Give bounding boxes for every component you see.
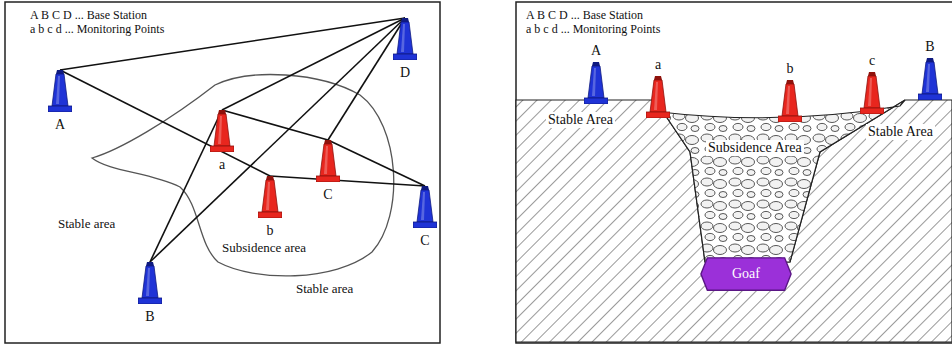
station-label: b bbox=[248, 224, 292, 238]
monitoring-point: C bbox=[316, 140, 340, 202]
base-station: B bbox=[918, 40, 942, 100]
monitoring-point: a bbox=[210, 110, 234, 172]
base-station-cone bbox=[393, 18, 417, 60]
stable-ground bbox=[516, 100, 952, 342]
monitoring-point: c bbox=[860, 54, 884, 114]
survey-line bbox=[150, 110, 222, 262]
station-label: a bbox=[200, 158, 244, 172]
survey-line bbox=[328, 18, 405, 140]
station-label: a bbox=[636, 58, 680, 72]
base-station-cone bbox=[138, 262, 162, 304]
goaf-shape: Goaf bbox=[700, 256, 792, 292]
panel-frame bbox=[5, 2, 440, 343]
legend-text: a b c d ... Monitoring Points bbox=[30, 22, 164, 36]
station-label: B bbox=[128, 310, 172, 324]
monitoring-cone bbox=[258, 176, 282, 218]
station-label: B bbox=[908, 40, 952, 54]
station-label: b bbox=[768, 62, 812, 76]
base-station: A bbox=[584, 44, 608, 104]
panel-frame bbox=[516, 2, 952, 343]
area-label: Stable area bbox=[296, 281, 353, 296]
monitoring-point: b bbox=[778, 62, 802, 122]
monitoring-point: b bbox=[258, 176, 282, 238]
station-label: A bbox=[38, 118, 82, 132]
goaf-label: Goaf bbox=[700, 266, 792, 282]
station-label: A bbox=[574, 44, 618, 58]
survey-line bbox=[222, 18, 405, 110]
legend-text: a b c d ... Monitoring Points bbox=[526, 22, 660, 36]
survey-line bbox=[328, 140, 425, 186]
legend-text: A B C D ... Base Station bbox=[526, 8, 643, 22]
monitoring-cone bbox=[210, 110, 234, 152]
area-label: Stable area bbox=[58, 216, 115, 231]
base-station-cone bbox=[48, 70, 72, 112]
area-label: Stable Area bbox=[866, 124, 935, 140]
base-station: D bbox=[393, 18, 417, 80]
survey-line bbox=[222, 110, 328, 140]
base-station-cone bbox=[584, 62, 608, 104]
base-station: A bbox=[48, 70, 72, 132]
base-station: B bbox=[138, 262, 162, 324]
survey-line bbox=[270, 176, 425, 186]
monitoring-cone bbox=[646, 76, 670, 118]
area-label: Subsidence area bbox=[222, 240, 306, 255]
station-label: D bbox=[383, 66, 427, 80]
base-station: C bbox=[413, 186, 437, 248]
monitoring-cone bbox=[778, 80, 802, 122]
station-label: C bbox=[403, 234, 447, 248]
survey-line bbox=[150, 18, 405, 262]
station-label: c bbox=[850, 54, 894, 68]
legend-text: A B C D ... Base Station bbox=[30, 8, 147, 22]
monitoring-point: a bbox=[646, 58, 670, 118]
area-label: Stable Area bbox=[546, 112, 615, 128]
monitoring-cone bbox=[316, 140, 340, 182]
survey-line bbox=[60, 70, 270, 176]
station-label: C bbox=[306, 188, 350, 202]
subsidence-outline bbox=[92, 75, 394, 276]
base-station-cone bbox=[413, 186, 437, 228]
base-station-cone bbox=[918, 58, 942, 100]
monitoring-cone bbox=[860, 72, 884, 114]
area-label: Subsidence Area bbox=[706, 140, 804, 156]
